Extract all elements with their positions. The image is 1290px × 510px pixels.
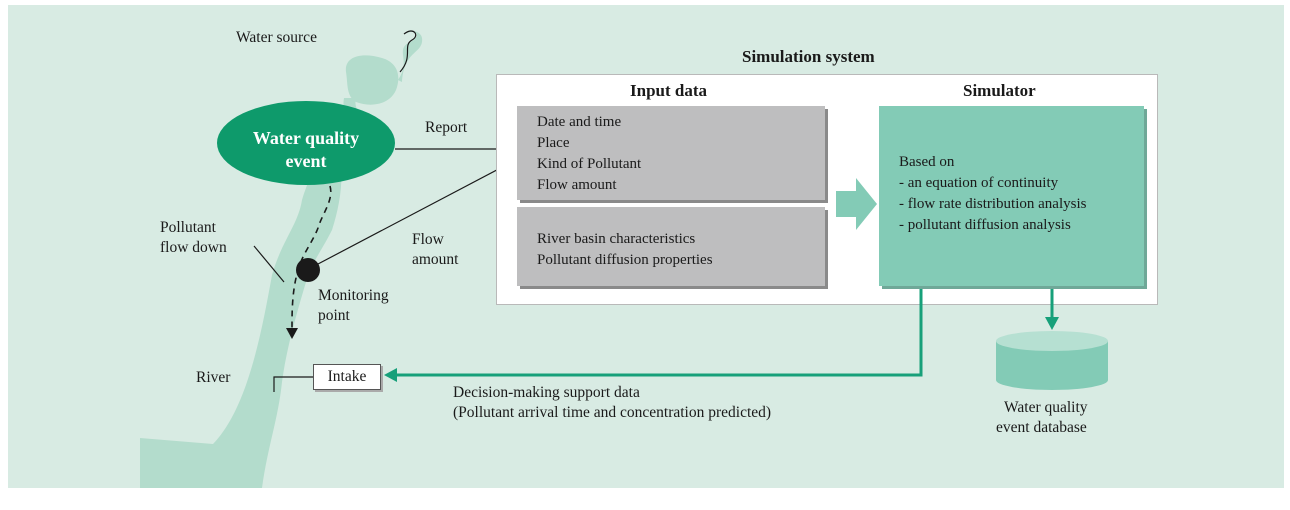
event-label: Water quality event bbox=[218, 127, 394, 173]
intake-connector bbox=[273, 376, 313, 392]
simulator-title: Simulator bbox=[963, 81, 1036, 100]
input-data-box: Date and time Place Kind of Pollutant Fl… bbox=[517, 106, 825, 200]
simulator-box: Based on - an equation of continuity - f… bbox=[879, 106, 1144, 286]
report-label: Report bbox=[425, 119, 468, 136]
decision-support-label-line1: Decision-making support data bbox=[453, 384, 640, 401]
input-item: Date and time bbox=[537, 114, 622, 130]
input-to-simulator-arrow bbox=[836, 178, 877, 230]
input-item: Place bbox=[537, 135, 570, 151]
pollutant-path bbox=[291, 185, 332, 329]
database-label-line1: Water quality bbox=[1004, 399, 1088, 416]
decision-support-arrowhead bbox=[384, 368, 397, 382]
basin-items-list: River basin characteristics Pollutant di… bbox=[537, 229, 713, 271]
water-source-outline bbox=[399, 30, 417, 73]
simulation-system-title: Simulation system bbox=[742, 47, 875, 66]
basin-properties-box: River basin characteristics Pollutant di… bbox=[517, 207, 825, 286]
database-cylinder-top bbox=[996, 331, 1108, 351]
water-source-label: Water source bbox=[236, 29, 317, 46]
decision-support-arrow bbox=[396, 289, 923, 377]
flow-amount-label-line2: amount bbox=[412, 251, 459, 268]
database-cylinder bbox=[996, 341, 1108, 390]
monitoring-label-line2: point bbox=[318, 307, 350, 324]
basin-item: River basin characteristics bbox=[537, 231, 696, 247]
pollutant-pointer bbox=[253, 245, 285, 283]
water-quality-event bbox=[217, 101, 395, 185]
input-item: Kind of Pollutant bbox=[537, 156, 642, 172]
event-label-line1: Water quality bbox=[252, 128, 360, 148]
database-arrowhead bbox=[1045, 317, 1059, 330]
simulator-item: Based on bbox=[899, 154, 955, 170]
pollutant-label-line1: Pollutant bbox=[160, 219, 216, 236]
simulator-item: - flow rate distribution analysis bbox=[899, 196, 1087, 212]
flow-amount-label-line1: Flow bbox=[412, 231, 444, 248]
monitoring-label-line1: Monitoring bbox=[318, 287, 389, 304]
database-label-line2: event database bbox=[996, 419, 1087, 436]
intake-box: Intake bbox=[313, 364, 381, 390]
simulator-items-list: Based on - an equation of continuity - f… bbox=[899, 152, 1086, 236]
water-source-inlet bbox=[398, 31, 423, 82]
water-source-lake bbox=[345, 55, 399, 105]
event-label-line2: event bbox=[285, 151, 327, 171]
basin-item: Pollutant diffusion properties bbox=[537, 252, 713, 268]
input-items-list: Date and time Place Kind of Pollutant Fl… bbox=[537, 112, 641, 196]
monitoring-point bbox=[296, 258, 320, 282]
input-data-title: Input data bbox=[630, 81, 708, 100]
pollutant-label-line2: flow down bbox=[160, 239, 227, 256]
river-shape bbox=[140, 150, 342, 488]
simulator-item: - an equation of continuity bbox=[899, 175, 1059, 191]
simulator-item: - pollutant diffusion analysis bbox=[899, 217, 1071, 233]
river-label: River bbox=[196, 369, 231, 386]
input-item: Flow amount bbox=[537, 177, 617, 193]
decision-support-label-line2: (Pollutant arrival time and concentratio… bbox=[453, 404, 772, 421]
pollutant-arrowhead bbox=[286, 328, 298, 339]
flow-amount-arrow bbox=[317, 161, 513, 265]
